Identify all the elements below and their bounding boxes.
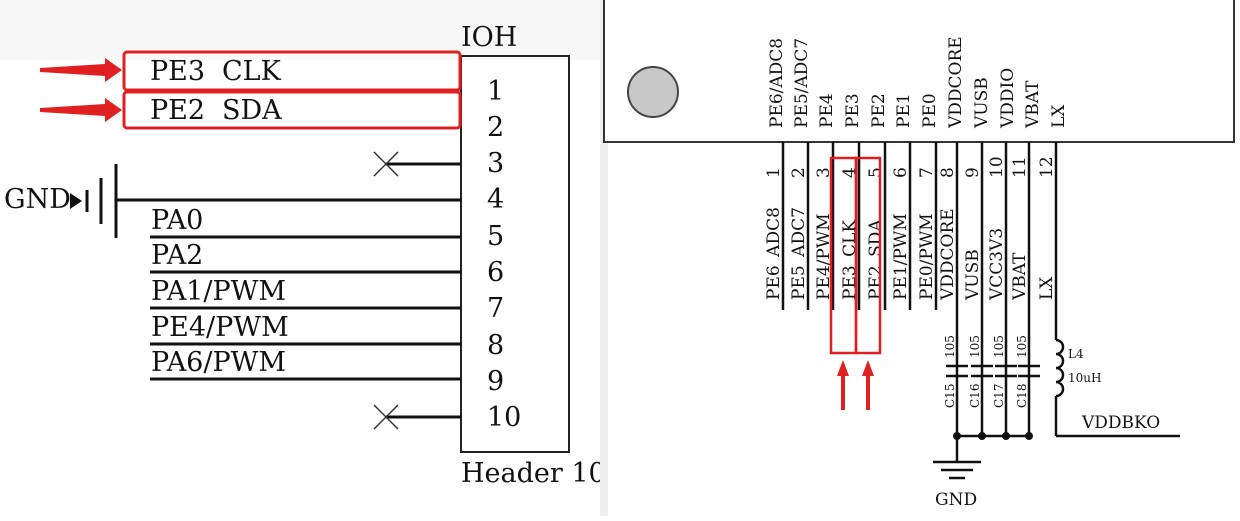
capacitor-bank: 105 105 105 105 C15 C16 C17 C18: [943, 335, 1040, 462]
no-connect-pin3: [373, 151, 461, 177]
no-connect-pin10: [373, 404, 461, 430]
right-panel: PE6/ADC8 PE5/ADC7 PE4 PE3 PE2 PE1 PE0 VD…: [603, 0, 1235, 510]
chip-pin-names: PE6/ADC8 PE5/ADC7 PE4 PE3 PE2 PE1 PE0 VD…: [767, 36, 1069, 129]
chip-net-label: PE1/PWM: [891, 213, 911, 300]
cap-ref: C18: [1015, 384, 1029, 408]
header-pin-number: 6: [487, 257, 504, 288]
chip-body: [603, 0, 1235, 143]
highlight-pe3-clk: PE3 CLK: [40, 50, 462, 92]
cap-ref: C17: [992, 384, 1006, 408]
chip-pin-number: 8: [938, 167, 958, 178]
cap-ref: C15: [943, 384, 957, 408]
net-pe4-pwm: PE4/PWM: [150, 312, 461, 346]
chip-pin-name: LX: [1049, 104, 1069, 128]
red-arrow-icon: [40, 98, 122, 122]
chip-pin-numbers: 1 2 3 4 5 6 7 8 9 10 11 12: [764, 156, 1057, 178]
header-pin-number: 8: [487, 330, 504, 361]
chip-pin-number: 6: [891, 167, 911, 178]
chip-pin-name: VDDIO: [998, 68, 1018, 129]
header-pin-number: 4: [487, 184, 504, 215]
chip-pin-name: PE5/ADC7: [792, 38, 812, 128]
chip-net-label: PE0/PWM: [917, 213, 937, 300]
cap-value: 105: [943, 335, 957, 358]
chip-pin-name: VBAT: [1023, 80, 1043, 129]
chip-net-labels: PE6_ADC8 PE5_ADC7 PE4/PWM PE3_CLK PE2_SD…: [764, 207, 1057, 301]
chip-net-label: PE4/PWM: [814, 213, 834, 300]
red-arrow-icon: [40, 58, 122, 82]
header-body: [460, 55, 570, 453]
cap-value: 105: [992, 335, 1006, 358]
red-up-arrow-icon: [837, 360, 849, 410]
chip-pin-number: 2: [789, 167, 809, 178]
header-name-label: Header 10: [461, 458, 606, 489]
chip-net-label: LX: [1037, 276, 1057, 300]
chip-highlight-pe2: [854, 156, 882, 410]
header-pin-number: 1: [487, 76, 504, 107]
net-pa1-pwm: PA1/PWM: [150, 276, 461, 310]
cap-ref: C16: [968, 384, 982, 408]
inductor-value: 10uH: [1068, 371, 1101, 385]
net-label: PA1/PWM: [151, 276, 286, 307]
vddbko-label: VDDBKO: [1081, 413, 1160, 433]
chip-net-label: VUSB: [963, 249, 983, 301]
chip-pin-number: 7: [917, 167, 937, 178]
chip-pin-leads: [781, 142, 1058, 436]
gnd-connection: GND: [4, 164, 461, 238]
left-panel: IOH Header 10 1 2 3 4 5 6 7 8 9 10 PE3 C…: [0, 0, 606, 516]
net-pin-name: PE3: [150, 56, 205, 87]
net-pa2: PA2: [150, 240, 461, 274]
chip-pin-name: PE0: [920, 93, 940, 128]
chip-net-label: VBAT: [1010, 252, 1030, 301]
highlight-pe2-sda: PE2 SDA: [40, 90, 462, 130]
net-label: PA2: [151, 240, 203, 271]
chip-net-label: VCC3V3: [987, 228, 1007, 301]
chip-net-label: PE2_SDA: [866, 219, 886, 300]
chip-pin-number: 9: [963, 167, 983, 178]
net-pin-name: PE2: [150, 95, 205, 126]
chip-pin-name: VUSB: [972, 77, 992, 129]
net-pa6-pwm: PA6/PWM: [150, 347, 461, 381]
inductor-ref: L4: [1068, 347, 1084, 361]
net-label: PE4/PWM: [151, 312, 289, 343]
chip-pin-number: 12: [1037, 156, 1057, 178]
chip-net-label: VDDCORE: [938, 208, 958, 301]
chip-net-label: PE6_ADC8: [764, 207, 784, 300]
header-pin-number: 9: [487, 366, 504, 397]
chip-pin-number: 3: [814, 167, 834, 178]
chip-pin-name: VDDCORE: [946, 36, 966, 129]
chip-pin-number: 10: [987, 156, 1007, 178]
chip-pin-name: PE4: [817, 93, 837, 128]
chip-pin-number: 11: [1010, 156, 1030, 178]
gnd-label: GND: [4, 184, 71, 215]
chip-pin-name: PE1: [894, 93, 914, 128]
net-signal-name: CLK: [222, 56, 282, 87]
gnd-symbol-icon: [933, 460, 981, 480]
chip-pin-number: 1: [764, 167, 784, 178]
header-pin-number: 3: [487, 148, 504, 179]
chip-pin-name: PE6/ADC8: [767, 38, 787, 128]
chip-pin-name: PE3: [843, 93, 863, 128]
net-signal-name: SDA: [222, 95, 282, 126]
header-ref-label: IOH: [461, 22, 517, 53]
header-pin-number: 5: [487, 221, 504, 252]
net-label: PA0: [151, 205, 203, 236]
header-pin-number: 2: [487, 112, 504, 143]
gnd-arrow-icon: [70, 193, 82, 209]
chip-pin-number: 5: [866, 167, 886, 178]
inductor-l4: L4 10uH: [1054, 338, 1180, 438]
header-pin-numbers: 1 2 3 4 5 6 7 8 9 10: [487, 76, 521, 433]
chip-pin-number: 4: [840, 167, 860, 178]
chip-pin-name: PE2: [869, 93, 889, 128]
pin1-marker-icon: [627, 66, 679, 118]
cap-value: 105: [1015, 335, 1029, 358]
red-up-arrow-icon: [862, 360, 874, 410]
cap-value: 105: [968, 335, 982, 358]
header-pin-number: 10: [487, 402, 521, 433]
net-label: PA6/PWM: [151, 347, 286, 378]
chip-gnd-label: GND: [935, 490, 977, 510]
chip-net-label: PE5_ADC7: [789, 207, 809, 300]
net-pa0: PA0: [150, 205, 461, 239]
header-pin-number: 7: [487, 293, 504, 324]
